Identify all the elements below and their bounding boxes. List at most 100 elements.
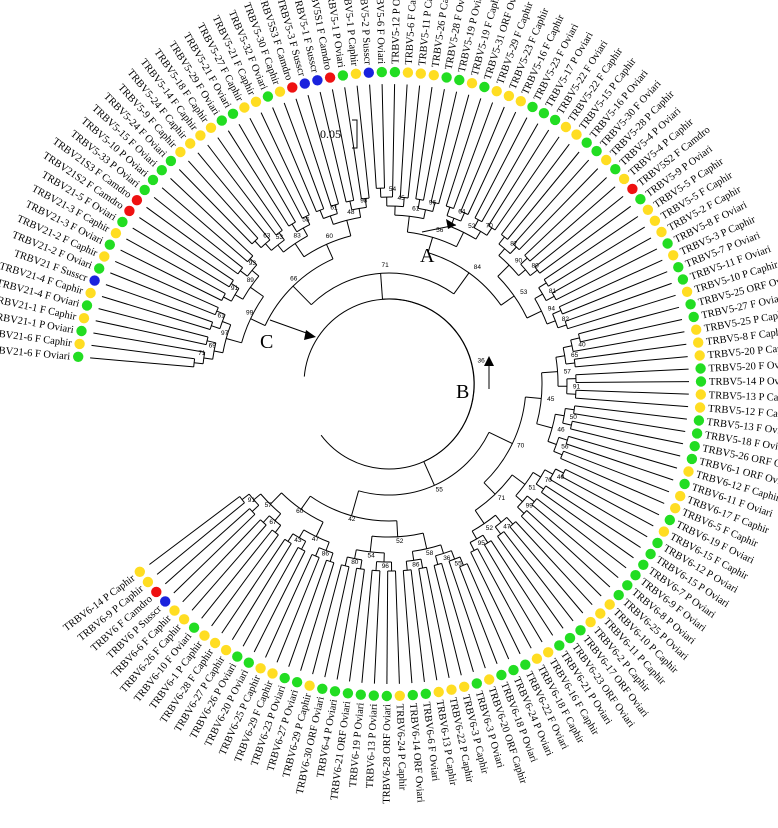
support-value: 58 [426,550,434,557]
leaf-marker-oviari [679,478,690,490]
leaf-marker-oviari [635,194,646,205]
leaf-marker-oviari [591,145,602,157]
tree-branch [498,236,505,245]
tree-branch [223,296,232,302]
tree-branch [566,443,674,481]
tree-branch [531,504,619,578]
support-value: 91 [231,285,239,292]
clade-label-c: C [260,331,273,353]
tree-branch [254,240,262,248]
leaf-marker-caphir [350,68,362,80]
tree-branch [373,570,381,684]
leaf-marker-oviari [695,363,706,374]
tree-branch [276,557,320,663]
support-value: 71 [498,495,506,502]
support-value: 56 [561,444,569,451]
tree-branch [91,344,195,360]
tree-branch [295,98,332,207]
tree-branch [469,542,475,551]
tree-branch [90,357,194,368]
tree-branch [361,570,373,683]
leaf-marker-oviari [638,559,649,570]
support-value: 93 [249,260,257,267]
support-value: 61 [330,205,338,212]
tree-branch [146,206,239,275]
tree-branch [381,84,385,189]
tree-branch [536,498,627,569]
tree-branch [182,519,261,603]
tree-branch [524,177,607,256]
leaf-marker-caphir [433,686,444,698]
leaf-marker-oviari [693,415,705,426]
tree-branch [565,408,575,411]
tree-branch [310,272,455,306]
leaf-label: TRBV5-12 P Oviari [391,0,404,64]
support-value: 55 [302,217,310,224]
leaf-marker-caphir [642,204,654,215]
leaf-marker-caphir [402,67,414,78]
clade-label-b: B [456,381,469,403]
tree-branch [262,515,270,523]
tree-branch [253,550,306,653]
support-value: 89 [247,277,255,284]
tree-branch [460,212,465,222]
leaf-marker-oviari [94,263,105,274]
leaf-marker-oviari [677,274,689,285]
tree-branch [534,293,543,300]
leaf-marker-oviari [73,351,84,362]
tree-branch [575,368,689,376]
tree-branch [251,504,260,512]
support-value: 80 [351,559,359,566]
leaf-label: TRBV6-28 ORF Oviari [382,704,394,804]
leaf-marker-oviari [520,659,531,670]
tree-branch [498,248,506,256]
support-value: 97 [221,330,229,337]
leaf-marker-camdro [131,195,143,206]
tree-branch [126,238,226,295]
leaf-marker-caphir [255,663,266,674]
leaf-marker-caphir [459,681,470,692]
tree-branch [553,450,563,456]
leaf-marker-oviari [454,74,465,86]
leaf-marker-caphir [415,68,426,79]
scale-bar-label: 0.05 [320,127,341,141]
tree-branch [319,91,347,203]
leaf-marker-oviari [662,238,673,249]
leaf-marker-caphir [491,86,502,97]
tree-branch [211,325,221,330]
support-value: 53 [520,289,528,296]
tree-branch [277,244,284,253]
tree-branch [291,223,298,233]
tree-branch [460,106,505,212]
tree-branch [423,89,445,201]
tree-branch [251,270,260,277]
leaf-marker-caphir [274,86,286,97]
leaf-marker-caphir [175,146,186,158]
support-value: 69 [209,343,217,350]
support-value: 98 [360,197,368,204]
leaf-marker-oviari [262,91,274,102]
tree-branch [239,270,248,277]
tree-branch [566,393,576,395]
tree-branch [575,397,689,408]
tree-branch [545,485,641,548]
support-value: 70 [545,477,553,484]
tree-branch [450,550,456,560]
tree-branch [440,544,444,554]
tree-branch [231,283,240,289]
leaf-marker-oviari [104,239,116,250]
leaf-marker-caphir [250,96,262,108]
support-value: 48 [347,209,355,216]
tree-branch [520,515,602,597]
tree-branch [481,123,539,222]
support-value: 66 [290,276,298,283]
support-value: 70 [486,222,494,229]
tree-branch [329,552,334,562]
leaf-marker-oviari [622,580,633,591]
support-value: 45 [398,195,406,202]
support-value: 60 [326,233,334,240]
tree-branch [417,199,421,209]
leaf-marker-caphir [543,647,554,658]
tree-branch [573,331,685,352]
tree-branch [139,217,234,281]
